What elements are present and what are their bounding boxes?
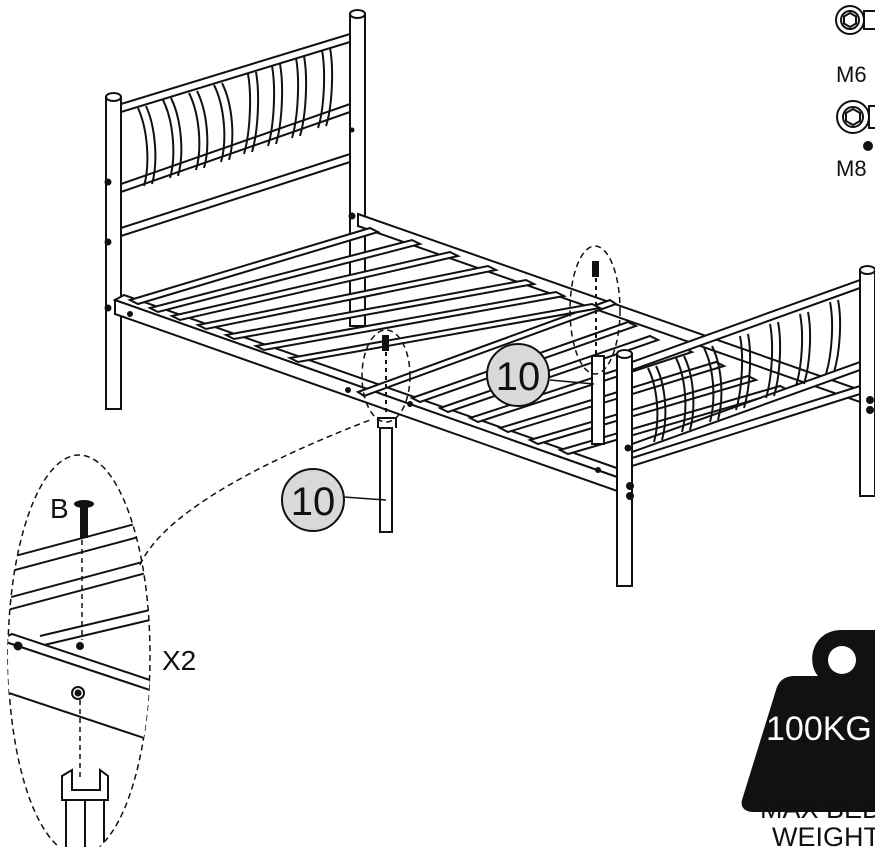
part-number-main: 10 [496,355,541,399]
footboard-left-post [616,353,633,587]
footboard-curved-slats [647,299,842,443]
headboard-curved-slats [137,47,334,187]
weight-capacity-badge: 100KG MAX BED WEIGHT [741,630,875,847]
center-support-rail [355,298,619,398]
rail-bolt-holes [127,311,601,473]
footboard [616,265,875,587]
part-callout-leg: 10 [281,468,387,532]
footboard-top-bar [631,278,861,372]
bolt-b-icon [74,500,94,538]
bed-frame-rails [112,212,861,494]
footboard-bolt-holes [624,396,874,500]
headboard-middle-bar [120,102,351,194]
footboard-middle-bar [631,360,861,454]
leg-highlight-front [361,329,411,423]
detail-bubble: B X2 [7,419,371,847]
hardware-m6: M6 [835,5,875,87]
headboard-left-post-cap [105,92,122,102]
weight-handle-hole [828,646,856,674]
center-leg-rear-screw [592,261,599,277]
weight-capacity-value: 100KG [766,710,872,748]
part-number-leg: 10 [291,480,336,524]
weight-icon [741,630,875,812]
footboard-lower-bar [631,384,861,468]
center-leg-front [377,335,397,533]
m6-label: M6 [836,62,867,87]
m8-label: M8 [836,156,867,181]
headboard [104,9,366,410]
quantity-label: X2 [162,645,196,676]
hardware-m8: M8 [836,100,875,181]
m6-bolt-icon [835,5,875,35]
headboard-right-post-cap [349,9,366,19]
detail-connector [139,419,371,566]
detail-bubble-outline [7,454,151,847]
headboard-lower-bar [120,152,351,238]
weight-caption-line1: MAX BED [760,794,875,824]
headboard-bolt-holes [104,127,356,312]
center-leg-front-screw [382,335,389,351]
center-leg-front-bracket [377,417,397,428]
detail-leg-bracket [61,768,109,801]
headboard-left-post [105,96,122,410]
m8-bolt-icon [836,100,875,151]
footboard-right-post-cap [859,265,875,275]
center-leg-rear [591,261,605,445]
part-callout-main: 10 [486,343,595,407]
headboard-top-bar [120,32,351,114]
leg-highlight-rear [569,245,621,375]
weight-caption-line2: WEIGHT [772,822,875,847]
footboard-left-post-cap [616,349,633,359]
bolt-label: B [50,493,69,524]
footboard-right-post [859,269,875,497]
